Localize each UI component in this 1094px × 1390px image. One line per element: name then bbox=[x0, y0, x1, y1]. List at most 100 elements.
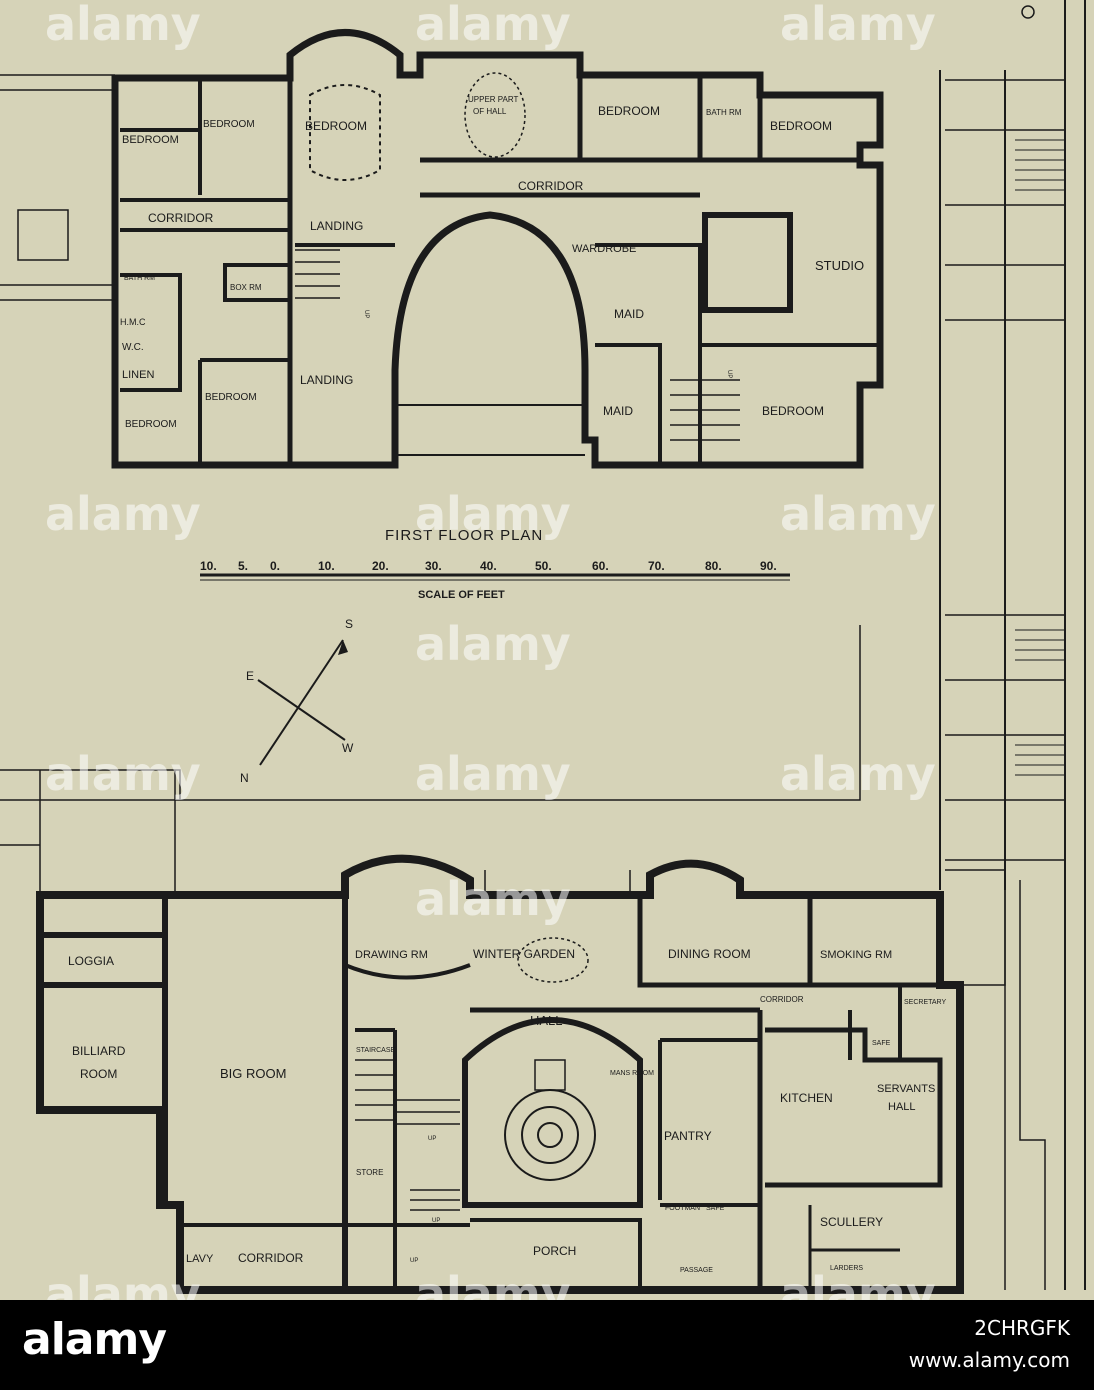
room-label: BEDROOM bbox=[598, 104, 660, 118]
scale-tick: 50. bbox=[535, 559, 552, 573]
watermark: alamy bbox=[45, 487, 201, 541]
first-floor-walls bbox=[111, 29, 884, 469]
compass-rose: S E W N bbox=[240, 617, 354, 785]
room-label: DINING ROOM bbox=[668, 947, 751, 961]
room-label: H.M.C bbox=[120, 317, 146, 327]
watermark: alamy bbox=[780, 0, 936, 51]
stair-up-label: UP bbox=[363, 310, 369, 318]
room-label: WINTER GARDEN bbox=[473, 947, 575, 961]
watermark: alamy bbox=[415, 872, 571, 926]
stair-up-label: UP bbox=[726, 370, 732, 378]
first-floor-labels: BEDROOM BEDROOM BEDROOM UPPER PART OF HA… bbox=[120, 95, 864, 430]
scale-tick: 60. bbox=[592, 559, 609, 573]
scale-tick: 90. bbox=[760, 559, 777, 573]
room-label: BIG ROOM bbox=[220, 1066, 286, 1081]
watermark: alamy bbox=[45, 1267, 201, 1300]
scale-bar: 10. 5. 0. 10. 20. 30. 40. 50. 60. 70. 80… bbox=[200, 559, 790, 601]
room-label: SCULLERY bbox=[820, 1215, 883, 1229]
room-label: LINEN bbox=[122, 369, 154, 381]
room-label: BEDROOM bbox=[203, 119, 255, 130]
room-label: HALL bbox=[530, 1013, 563, 1028]
room-label: CORRIDOR bbox=[148, 211, 214, 225]
scale-tick: 5. bbox=[238, 559, 248, 573]
room-label: OF HALL bbox=[473, 107, 507, 116]
room-label: BILLIARD bbox=[72, 1044, 126, 1058]
room-label: LAVY bbox=[186, 1253, 214, 1265]
room-label: FOOTMAN bbox=[665, 1205, 700, 1212]
room-label: SAFE bbox=[872, 1040, 891, 1047]
room-label: CORRIDOR bbox=[518, 179, 584, 193]
room-label: HALL bbox=[888, 1101, 916, 1113]
ground-floor-walls bbox=[36, 854, 964, 1294]
room-label: LANDING bbox=[310, 219, 363, 233]
room-label: LARDERS bbox=[830, 1265, 863, 1272]
room-label: BEDROOM bbox=[205, 392, 257, 403]
room-label: BATH RM bbox=[706, 108, 742, 117]
room-label: UPPER PART bbox=[468, 95, 518, 104]
compass-s: S bbox=[345, 617, 353, 631]
room-label: SAFE bbox=[706, 1205, 725, 1212]
room-label: WARDROBE bbox=[572, 243, 636, 255]
room-label: PASSAGE bbox=[680, 1267, 713, 1274]
room-label: KITCHEN bbox=[780, 1091, 833, 1105]
watermark: alamy bbox=[415, 487, 571, 541]
room-label: STUDIO bbox=[815, 258, 864, 273]
image-id: 2CHRGFK bbox=[974, 1316, 1070, 1340]
site-lines bbox=[0, 0, 1086, 1290]
compass-arrow-icon bbox=[338, 640, 348, 655]
room-label: PORCH bbox=[533, 1244, 576, 1258]
stair-up-label: UP bbox=[428, 1136, 436, 1142]
ground-floor-labels: LOGGIA DRAWING RM WINTER GARDEN DINING R… bbox=[68, 947, 946, 1274]
scale-tick: 20. bbox=[372, 559, 389, 573]
room-label: MAID bbox=[614, 307, 644, 321]
watermark: alamy bbox=[415, 617, 571, 671]
alamy-logo: alamy bbox=[22, 1314, 167, 1365]
room-label: SMOKING RM bbox=[820, 949, 892, 961]
room-label: BEDROOM bbox=[770, 119, 832, 133]
room-label: BEDROOM bbox=[125, 419, 177, 430]
room-label: W.C. bbox=[122, 342, 144, 353]
room-label: MAID bbox=[603, 404, 633, 418]
room-label: LANDING bbox=[300, 373, 353, 387]
scale-caption: SCALE OF FEET bbox=[418, 589, 505, 601]
watermarks: alamy alamy alamy alamy alamy alamy alam… bbox=[45, 0, 936, 1300]
compass-e: E bbox=[246, 669, 254, 683]
room-label: ROOM bbox=[80, 1067, 117, 1081]
room-label: CORRIDOR bbox=[760, 995, 804, 1004]
site-url: www.alamy.com bbox=[908, 1348, 1070, 1372]
plan-title: FIRST FLOOR PLAN bbox=[385, 527, 543, 544]
watermark: alamy bbox=[415, 0, 571, 51]
stair-up-label: UP bbox=[410, 1258, 418, 1264]
stair-up-label: UP bbox=[432, 1218, 440, 1224]
room-label: BEDROOM bbox=[762, 404, 824, 418]
room-label: BEDROOM bbox=[305, 119, 367, 133]
watermark: alamy bbox=[415, 747, 571, 801]
compass-w: W bbox=[342, 741, 354, 755]
scale-tick: 40. bbox=[480, 559, 497, 573]
watermark: alamy bbox=[415, 1267, 571, 1300]
footer-bar: alamy 2CHRGFK www.alamy.com bbox=[0, 1300, 1094, 1390]
compass-n: N bbox=[240, 771, 249, 785]
room-label: CORRIDOR bbox=[238, 1251, 304, 1265]
scale-tick: 10. bbox=[200, 559, 217, 573]
room-label: SERVANTS bbox=[877, 1083, 935, 1095]
scale-tick: 30. bbox=[425, 559, 442, 573]
room-label: MANS ROOM bbox=[610, 1070, 654, 1077]
watermark: alamy bbox=[45, 747, 201, 801]
scale-tick: 0. bbox=[270, 559, 280, 573]
scale-tick: 70. bbox=[648, 559, 665, 573]
scale-tick: 80. bbox=[705, 559, 722, 573]
watermark: alamy bbox=[780, 747, 936, 801]
architectural-floor-plan: 10. 5. 0. 10. 20. 30. 40. 50. 60. 70. 80… bbox=[0, 0, 1086, 1300]
room-label: SECRETARY bbox=[904, 999, 946, 1006]
room-label: BATH RM bbox=[124, 275, 155, 282]
watermark: alamy bbox=[780, 1267, 936, 1300]
room-label: STAIRCASE bbox=[356, 1047, 395, 1054]
room-label: PANTRY bbox=[664, 1129, 712, 1143]
watermark: alamy bbox=[45, 0, 201, 51]
room-label: LOGGIA bbox=[68, 954, 114, 968]
room-label: STORE bbox=[356, 1168, 383, 1177]
room-label: DRAWING RM bbox=[355, 949, 428, 961]
marker-circle-icon bbox=[1021, 5, 1035, 19]
